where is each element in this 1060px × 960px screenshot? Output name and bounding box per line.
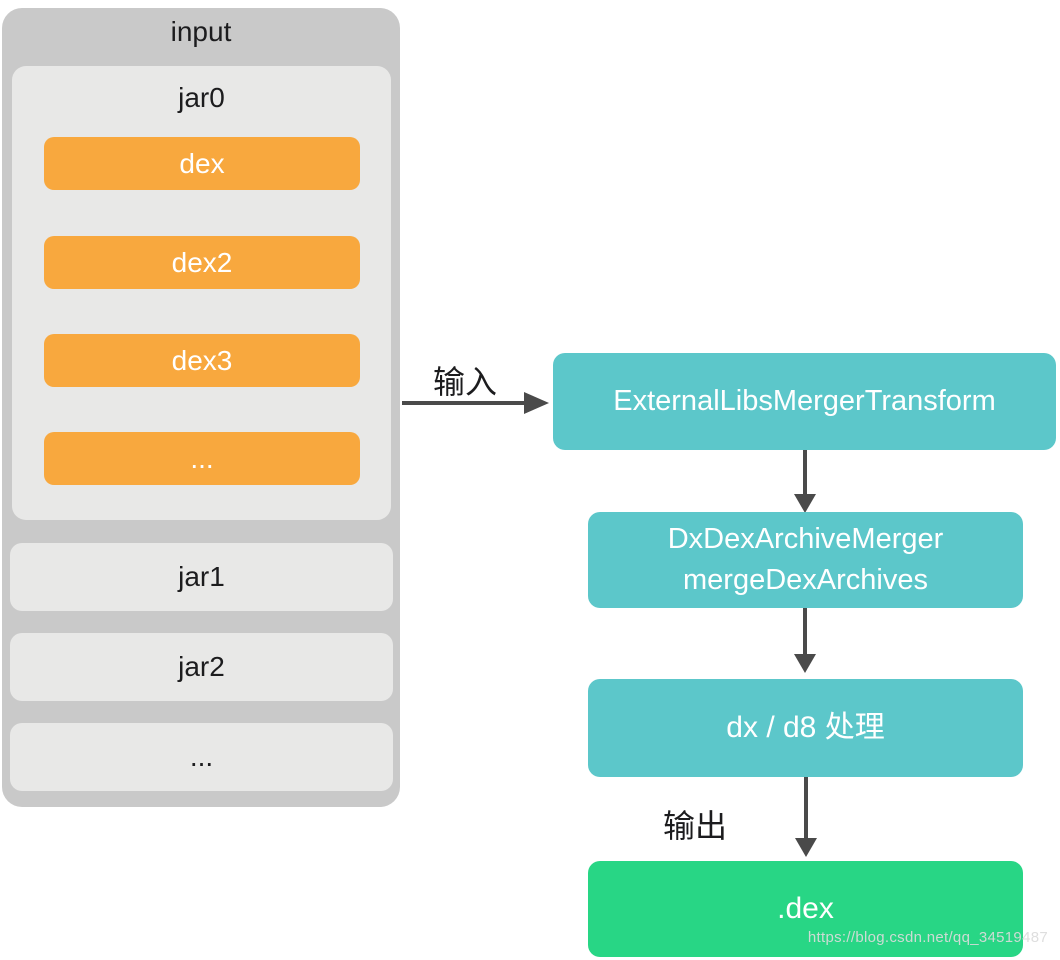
node-dx-d8-process: dx / d8 处理 bbox=[588, 679, 1023, 777]
jar0-label: jar0 bbox=[178, 82, 225, 113]
node-label-line2: mergeDexArchives bbox=[683, 564, 928, 596]
dex-item: dex bbox=[44, 137, 360, 190]
output-arrow-label: 输出 bbox=[663, 808, 728, 844]
node-dx-dex-archive-merger: DxDexArchiveMerger mergeDexArchives bbox=[588, 512, 1023, 608]
jar-row-ellipsis: ... bbox=[10, 723, 393, 791]
node-label: dx / d8 处理 bbox=[726, 710, 885, 744]
node-label: ExternalLibsMergerTransform bbox=[613, 384, 996, 417]
flow-arrow-head-icon bbox=[794, 494, 816, 513]
input-panel: input jar0 dex dex2 dex3 ... jar1 jar2 .… bbox=[2, 8, 400, 807]
output-arrow-head-icon bbox=[795, 838, 817, 857]
jar-row: jar2 bbox=[10, 633, 393, 701]
flow-arrow-line bbox=[803, 608, 807, 655]
node-external-libs-merger-transform: ExternalLibsMergerTransform bbox=[553, 353, 1056, 450]
dex-item-ellipsis: ... bbox=[44, 432, 360, 485]
csdn-watermark: https://blog.csdn.net/qq_34519487 bbox=[807, 929, 1048, 946]
input-arrow-head-icon bbox=[524, 392, 549, 414]
dex-item: dex3 bbox=[44, 334, 360, 387]
dex-item: dex2 bbox=[44, 236, 360, 289]
input-arrow-line bbox=[402, 401, 524, 405]
node-dex-output: .dex bbox=[588, 861, 1023, 957]
node-label-line1: DxDexArchiveMerger bbox=[667, 522, 944, 555]
node-label: .dex bbox=[777, 891, 834, 925]
flow-arrow-head-icon bbox=[794, 654, 816, 673]
jar0-group: jar0 dex dex2 dex3 ... bbox=[12, 66, 391, 520]
input-arrow-label: 输入 bbox=[433, 364, 498, 400]
input-panel-title: input bbox=[170, 16, 232, 47]
output-arrow-line bbox=[804, 777, 808, 838]
jar-row: jar1 bbox=[10, 543, 393, 611]
flow-arrow-line bbox=[803, 450, 807, 495]
